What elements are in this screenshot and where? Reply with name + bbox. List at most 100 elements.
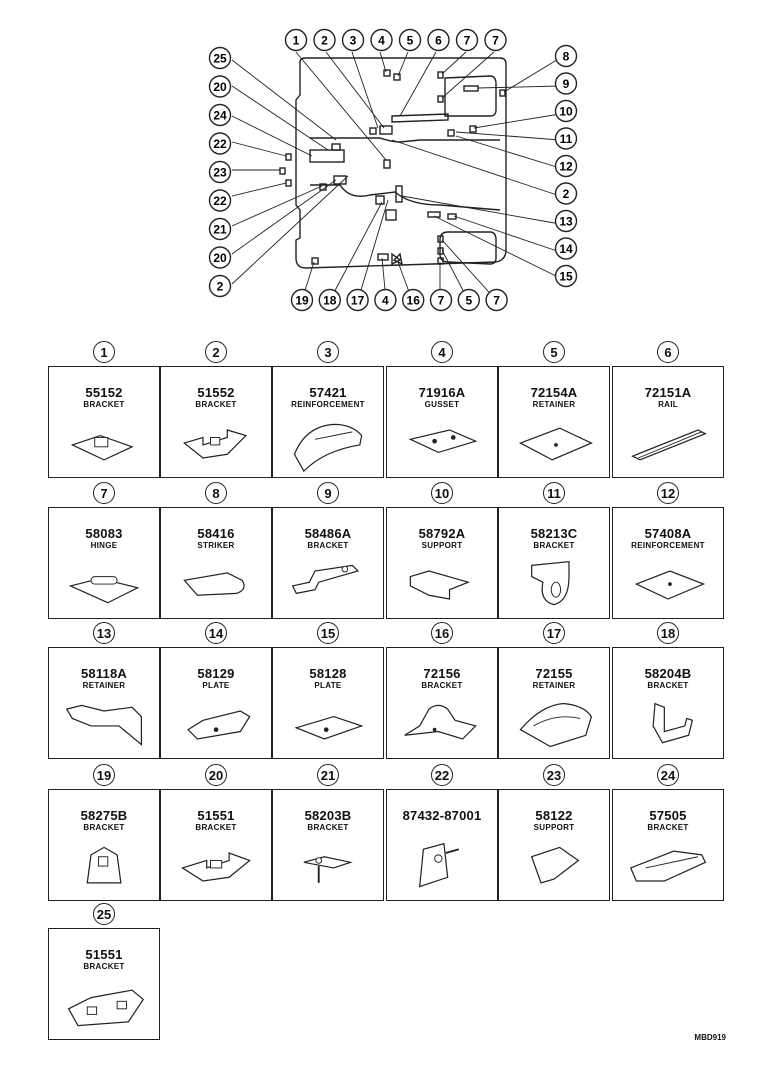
part-illustration bbox=[67, 989, 145, 1027]
part-index-badge: 7 bbox=[93, 482, 115, 504]
part-name: BRACKET bbox=[195, 823, 237, 832]
part-name: BRACKET bbox=[83, 400, 125, 409]
part-index-badge: 1 bbox=[93, 341, 115, 363]
part-name: REINFORCEMENT bbox=[631, 541, 705, 550]
part-index-badge: 5 bbox=[543, 341, 565, 363]
callout-circle bbox=[346, 288, 369, 312]
part-number: 51551 bbox=[197, 808, 235, 823]
part-name: BRACKET bbox=[83, 962, 125, 971]
callout-circle bbox=[208, 246, 232, 269]
callout-label: 9 bbox=[563, 77, 570, 91]
part-name: RAIL bbox=[658, 400, 678, 409]
callout-circle bbox=[485, 288, 508, 312]
part-illustration bbox=[409, 570, 471, 600]
part-index-badge: 9 bbox=[317, 482, 339, 504]
callout-label: 15 bbox=[559, 270, 573, 284]
callout-circle bbox=[398, 28, 422, 52]
callout-circle bbox=[208, 103, 232, 127]
callout-circle bbox=[341, 28, 365, 52]
part-name: BRACKET bbox=[83, 823, 125, 832]
callout-circle bbox=[457, 288, 480, 312]
part-name: SUPPORT bbox=[421, 541, 463, 550]
part-index-badge: 22 bbox=[431, 764, 453, 786]
part-number: 72155 bbox=[535, 666, 573, 681]
callout-circle bbox=[554, 237, 578, 260]
part-illustration bbox=[70, 434, 134, 461]
part-illustration bbox=[634, 570, 706, 600]
callout-label: 22 bbox=[213, 137, 227, 151]
callout-label: 11 bbox=[560, 132, 573, 146]
part-illustration bbox=[404, 704, 477, 740]
callout-label: 7 bbox=[464, 34, 471, 48]
callout-label: 20 bbox=[213, 80, 227, 94]
part-number: 58416 bbox=[197, 526, 235, 541]
part-illustration bbox=[303, 856, 353, 883]
part-index-badge: 10 bbox=[431, 482, 453, 504]
callout-circle bbox=[290, 288, 314, 312]
part-index-badge: 13 bbox=[93, 622, 115, 644]
callout-circle bbox=[208, 189, 232, 212]
part-illustration bbox=[518, 427, 593, 461]
part-illustration bbox=[530, 846, 580, 884]
callout-circle bbox=[208, 46, 232, 70]
part-number: 51552 bbox=[197, 385, 235, 400]
part-index-badge: 8 bbox=[205, 482, 227, 504]
part-number: 72154A bbox=[530, 385, 578, 400]
part-number: 58486A bbox=[304, 526, 352, 541]
part-index-badge: 12 bbox=[657, 482, 679, 504]
callout-label: 21 bbox=[213, 223, 227, 237]
part-illustration bbox=[86, 846, 122, 884]
part-illustration bbox=[531, 560, 570, 606]
callout-label: 23 bbox=[213, 166, 227, 180]
callout-circle bbox=[208, 75, 232, 98]
part-illustration bbox=[519, 702, 593, 748]
callout-label: 24 bbox=[213, 109, 227, 123]
part-number: 51551 bbox=[85, 947, 123, 962]
callout-label: 8 bbox=[563, 50, 570, 64]
part-index-badge: 16 bbox=[431, 622, 453, 644]
callout-circle bbox=[208, 160, 232, 184]
part-illustration bbox=[181, 852, 251, 882]
callout-label: 22 bbox=[213, 194, 227, 208]
callout-circle bbox=[455, 28, 479, 52]
part-illustration bbox=[294, 715, 364, 740]
callout-circle bbox=[313, 28, 336, 52]
part-index-badge: 19 bbox=[93, 764, 115, 786]
part-illustration bbox=[629, 850, 707, 882]
callout-circle bbox=[374, 288, 397, 312]
part-number: 58118A bbox=[80, 666, 128, 681]
part-number: 58275B bbox=[80, 808, 128, 823]
part-number: 58203B bbox=[304, 808, 352, 823]
part-index-badge: 11 bbox=[543, 482, 565, 504]
part-name: HINGE bbox=[90, 541, 118, 550]
callout-label: 4 bbox=[378, 34, 385, 48]
callout-label: 10 bbox=[559, 105, 573, 119]
part-index-badge: 20 bbox=[205, 764, 227, 786]
part-illustration bbox=[631, 429, 707, 461]
part-number: 58128 bbox=[309, 666, 347, 681]
callout-circle bbox=[554, 264, 578, 288]
part-index-badge: 21 bbox=[317, 764, 339, 786]
callout-circle bbox=[554, 44, 578, 68]
callout-label: 17 bbox=[351, 294, 365, 308]
callout-label: 19 bbox=[295, 294, 309, 308]
callout-label: 16 bbox=[407, 294, 421, 308]
part-illustration bbox=[291, 564, 360, 595]
part-name: RETAINER bbox=[82, 681, 126, 690]
part-name: PLATE bbox=[314, 681, 342, 690]
